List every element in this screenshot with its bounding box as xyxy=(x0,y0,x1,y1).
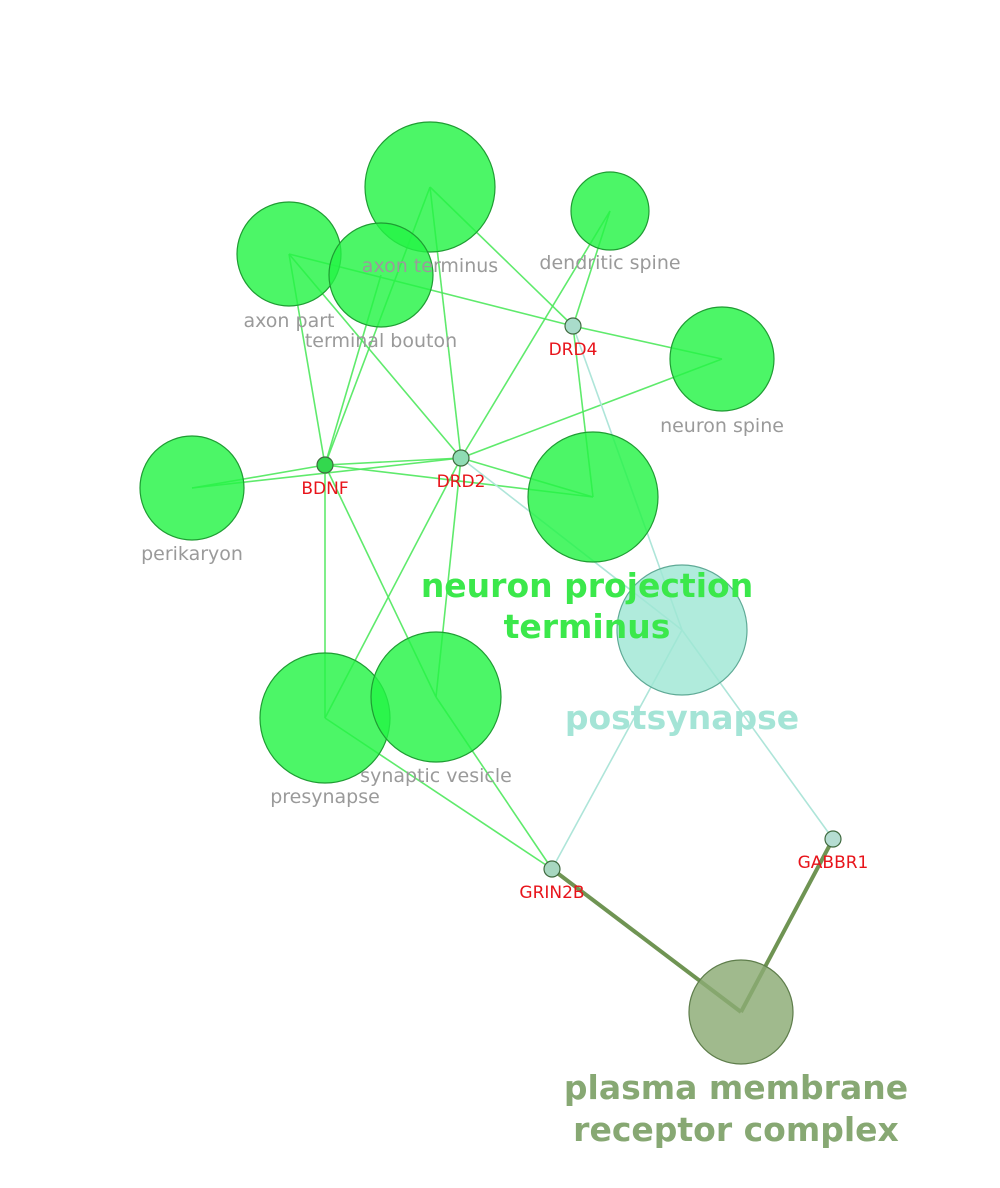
group-title-neuron-projection-terminus-line-1: neuron projection xyxy=(421,566,753,605)
term-node-perikaryon[interactable] xyxy=(139,435,245,541)
gene-label-drd2: DRD2 xyxy=(437,472,486,492)
gene-label-grin2b: GRIN2B xyxy=(519,883,584,903)
group-title-plasma-membrane-receptor-complex-line-2: receptor complex xyxy=(573,1110,899,1149)
term-label-axon-part: axon part xyxy=(244,310,335,332)
edge-bdnf-DRD2 xyxy=(324,457,462,466)
gene-node-drd4[interactable] xyxy=(564,317,582,335)
gene-label-drd4: DRD4 xyxy=(549,340,598,360)
gene-node-bdnf[interactable] xyxy=(316,456,334,474)
gene-label-bdnf: BDNF xyxy=(301,479,348,499)
term-node-neuron-spine[interactable] xyxy=(669,306,775,412)
term-label-synaptic-vesicle: synaptic vesicle xyxy=(360,765,512,787)
gene-node-gabbr1[interactable] xyxy=(824,830,842,848)
term-label-presynapse: presynapse xyxy=(270,786,380,808)
term-node-synaptic-vesicle[interactable] xyxy=(370,631,502,763)
term-node-neuron-projection-terminus[interactable] xyxy=(527,431,659,563)
term-node-terminal-bouton[interactable] xyxy=(328,222,434,328)
term-label-dendritic-spine: dendritic spine xyxy=(539,252,680,274)
term-label-perikaryon: perikaryon xyxy=(141,543,243,565)
gene-node-grin2b[interactable] xyxy=(543,860,561,878)
term-label-neuron-spine: neuron spine xyxy=(660,415,784,437)
term-node-plasma-membrane-receptor-complex[interactable] xyxy=(688,959,794,1065)
gene-label-gabbr1: GABBR1 xyxy=(798,853,869,873)
term-label-terminal-bouton: terminal bouton xyxy=(305,330,457,352)
gene-node-drd2[interactable] xyxy=(452,449,470,467)
term-node-axon-terminus[interactable] xyxy=(364,121,496,253)
edge-drd2-dendritic-spine xyxy=(460,210,611,459)
node-layer xyxy=(139,121,842,1065)
group-title-postsynapse-line-1: postsynapse xyxy=(565,698,799,737)
group-title-plasma-membrane-receptor-complex-line-1: plasma membrane xyxy=(564,1068,908,1107)
term-node-dendritic-spine[interactable] xyxy=(570,171,650,251)
term-label-axon-terminus: axon terminus xyxy=(362,255,498,277)
term-node-presynapse[interactable] xyxy=(259,652,391,784)
term-node-axon-part[interactable] xyxy=(236,201,342,307)
term-node-postsynapse[interactable] xyxy=(616,564,748,696)
group-title-neuron-projection-terminus-line-2: terminus xyxy=(504,607,671,646)
